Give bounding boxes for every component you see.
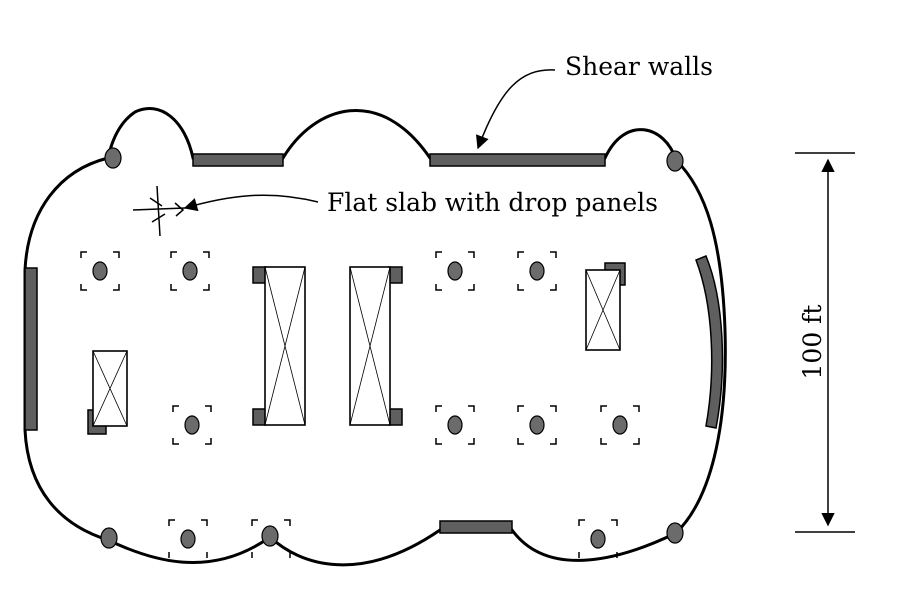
column	[666, 522, 684, 544]
shear-wall-bottom	[439, 520, 513, 534]
shear-wall-top-left	[192, 153, 284, 167]
slab-span-symbol	[132, 185, 186, 237]
drop-panel	[517, 405, 557, 445]
core-left	[87, 350, 128, 435]
column	[100, 527, 118, 549]
dimension-label: 100 ft	[798, 305, 827, 380]
flat-slab-leader	[183, 194, 319, 212]
core-center-right	[349, 266, 403, 426]
column	[180, 529, 196, 549]
column	[104, 147, 122, 169]
drop-panel	[172, 405, 212, 445]
service-cores	[87, 262, 626, 435]
drop-panel	[517, 251, 557, 291]
column	[529, 261, 545, 281]
drop-panel	[435, 405, 475, 445]
column	[612, 415, 628, 435]
dimension-100ft: 100 ft	[795, 152, 855, 533]
drop-panel	[80, 251, 120, 291]
shear-wall-right-curved	[695, 255, 724, 429]
shear-walls-label: Shear walls	[565, 52, 713, 81]
drop-panel	[578, 519, 618, 558]
shear-wall-top-right	[429, 153, 606, 167]
shear-walls-leader	[476, 69, 556, 150]
column	[261, 525, 279, 547]
core-center-left	[252, 266, 306, 426]
flat-slab-label: Flat slab with drop panels	[327, 188, 658, 217]
column	[184, 415, 200, 435]
column	[447, 415, 463, 435]
core-right	[585, 262, 626, 351]
drop-panel	[435, 251, 475, 291]
column	[666, 150, 684, 172]
column	[182, 261, 198, 281]
shear-wall-left	[24, 267, 38, 431]
column	[92, 261, 108, 281]
column	[447, 261, 463, 281]
column	[590, 529, 606, 549]
shear-walls	[24, 153, 724, 534]
drop-panel-columns	[80, 251, 640, 558]
column	[529, 415, 545, 435]
drop-panel	[251, 519, 291, 558]
drop-panel	[600, 405, 640, 445]
drop-panel	[168, 519, 208, 558]
drop-panel	[170, 251, 210, 291]
edge-columns	[100, 147, 684, 549]
